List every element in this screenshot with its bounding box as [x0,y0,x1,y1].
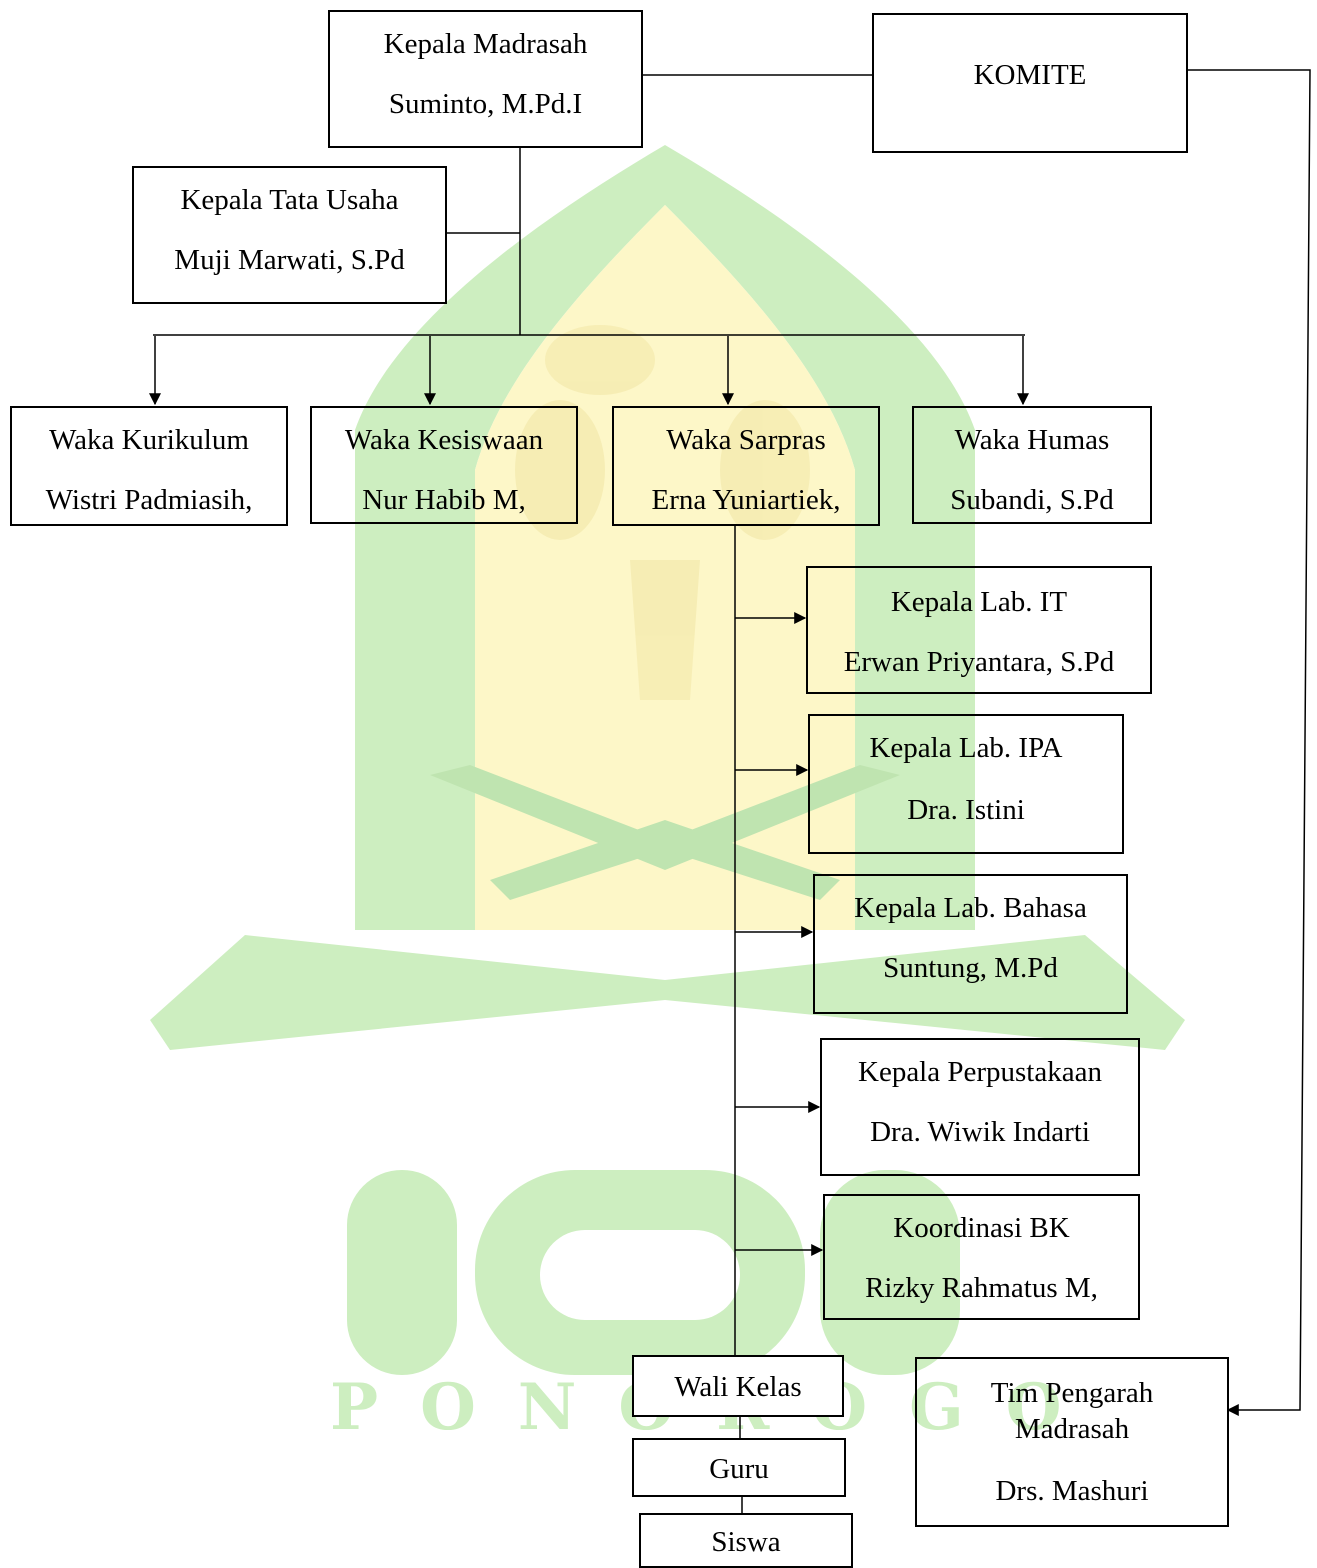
kepala-tata-usaha-box: Kepala Tata Usaha Muji Marwati, S.Pd [132,166,447,304]
kepala-lab-ipa-title: Kepala Lab. IPA [869,732,1063,764]
kepala-tata-usaha-title: Kepala Tata Usaha [180,184,399,216]
tim-pengarah-name: Drs. Mashuri [995,1475,1149,1507]
kepala-lab-it-name: Erwan Priyantara, S.Pd [843,646,1115,678]
waka-kesiswaan-box: Waka Kesiswaan Nur Habib M, [310,406,578,524]
waka-kesiswaan-title: Waka Kesiswaan [344,424,544,456]
kepala-lab-it-title: Kepala Lab. IT [890,586,1068,618]
waka-humas-box: Waka Humas Subandi, S.Pd [912,406,1152,524]
wali-kelas-box: Wali Kelas [632,1355,844,1417]
kepala-lab-it-box: Kepala Lab. IT Erwan Priyantara, S.Pd [806,566,1152,694]
guru-title: Guru [709,1453,769,1485]
kepala-lab-ipa-name: Dra. Istini [907,794,1025,826]
iain-letters [347,1170,960,1375]
waka-sarpras-title: Waka Sarpras [666,424,826,456]
waka-sarpras-name: Erna Yuniartiek, [651,484,841,516]
siswa-box: Siswa [639,1513,853,1568]
ornament-shape [515,325,810,700]
kepala-lab-bahasa-title: Kepala Lab. Bahasa [854,892,1087,924]
kepala-lab-bahasa-box: Kepala Lab. Bahasa Suntung, M.Pd [813,874,1128,1014]
kepala-tata-usaha-name: Muji Marwati, S.Pd [174,244,405,276]
kepala-lab-ipa-box: Kepala Lab. IPA Dra. Istini [808,714,1124,854]
komite-title: KOMITE [973,59,1087,91]
waka-humas-name: Subandi, S.Pd [950,484,1114,516]
guru-box: Guru [632,1438,846,1497]
kepala-perpustakaan-name: Dra. Wiwik Indarti [870,1116,1090,1148]
waka-sarpras-box: Waka Sarpras Erna Yuniartiek, [612,406,880,526]
waka-kurikulum-title: Waka Kurikulum [49,424,249,456]
koordinasi-bk-box: Koordinasi BK Rizky Rahmatus M, [823,1194,1140,1320]
siswa-title: Siswa [711,1526,781,1558]
waka-kurikulum-box: Waka Kurikulum Wistri Padmiasih, [10,406,288,526]
base-shape [150,935,1185,1050]
tim-pengarah-title-line2: Madrasah [1014,1413,1130,1445]
open-book-shape [430,765,900,900]
komite-box: KOMITE [872,13,1188,153]
waka-kesiswaan-name: Nur Habib M, [362,484,526,516]
waka-kurikulum-name: Wistri Padmiasih, [45,484,253,516]
tim-pengarah-title-line1: Tim Pengarah [990,1377,1154,1409]
tim-pengarah-box: Tim Pengarah Madrasah Drs. Mashuri [915,1357,1229,1527]
kepala-perpustakaan-title: Kepala Perpustakaan [858,1056,1102,1088]
waka-humas-title: Waka Humas [954,424,1110,456]
wali-kelas-title: Wali Kelas [674,1371,802,1403]
kepala-madrasah-box: Kepala Madrasah Suminto, M.Pd.I [328,10,643,148]
kepala-lab-bahasa-name: Suntung, M.Pd [883,952,1058,984]
kepala-perpustakaan-box: Kepala Perpustakaan Dra. Wiwik Indarti [820,1038,1140,1176]
koordinasi-bk-name: Rizky Rahmatus M, [865,1272,1098,1304]
kepala-madrasah-name: Suminto, M.Pd.I [388,88,583,120]
kepala-madrasah-title: Kepala Madrasah [383,28,588,60]
connector-komite-tim-pengarah [1187,69,1311,1416]
koordinasi-bk-title: Koordinasi BK [893,1212,1070,1244]
